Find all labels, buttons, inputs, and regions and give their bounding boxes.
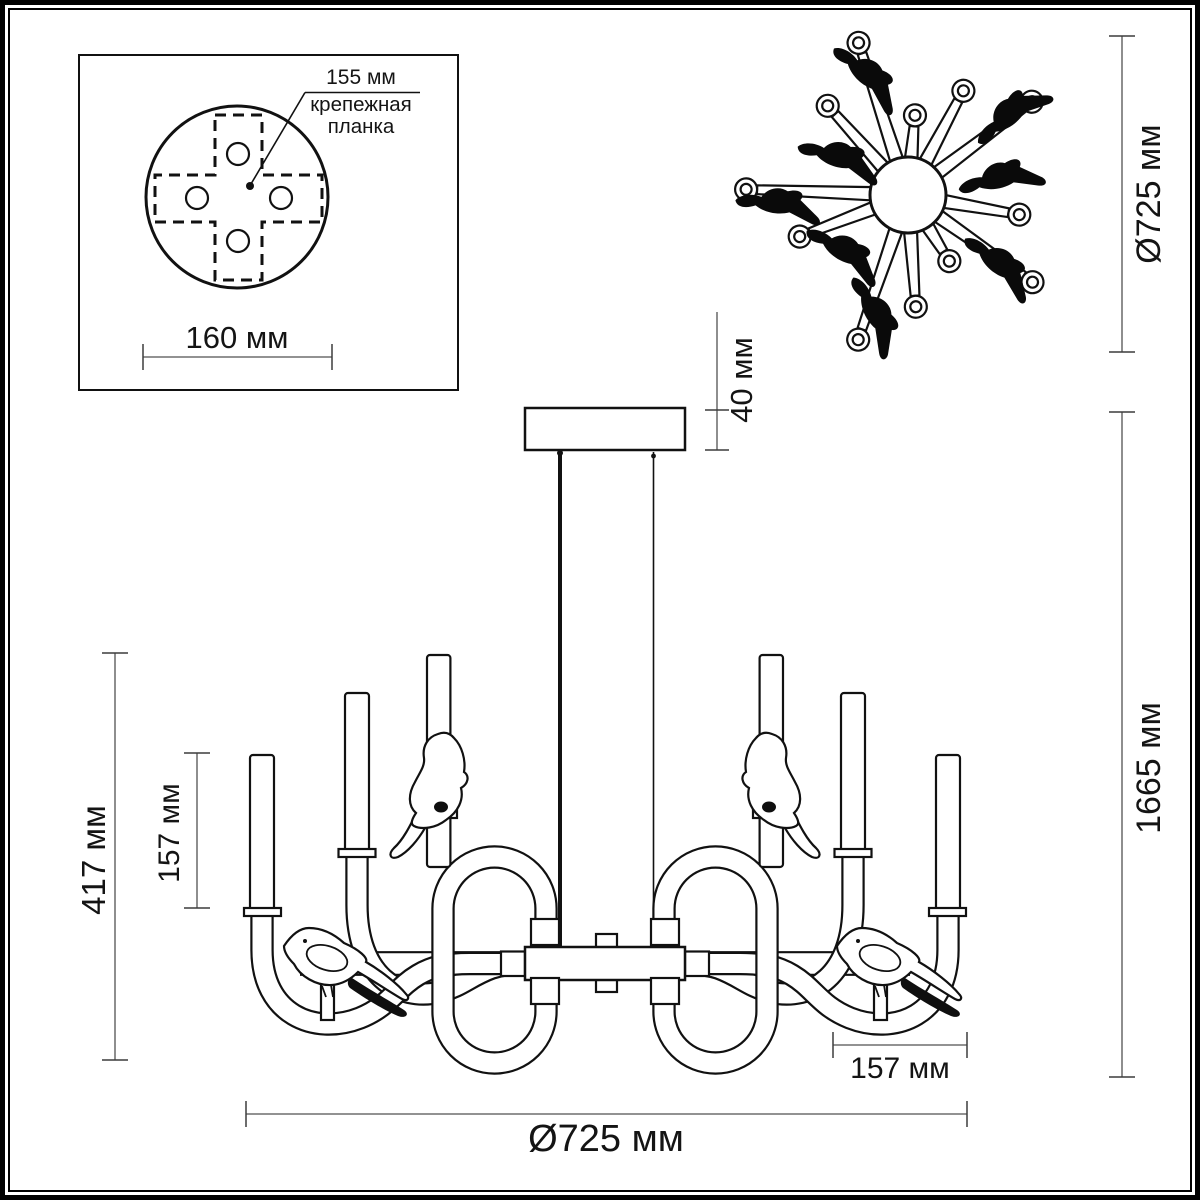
label-plate-offset: 155 мм (326, 66, 396, 89)
candle-collars (242, 808, 968, 1006)
mounting-bracket-cross (153, 113, 324, 282)
mounting-plate-detail (142, 91, 420, 370)
ceiling-canopy (523, 406, 687, 452)
label-bracket-caption-line1: крепежная (310, 93, 412, 116)
bird-icon (955, 153, 1047, 203)
label-canopy-height: 40 мм (724, 337, 759, 423)
label-bracket-caption-line2: планка (327, 115, 395, 139)
mounting-plate-detail-box (78, 54, 459, 391)
label-plate-width: 160 мм (185, 320, 289, 355)
screw-hole (268, 185, 294, 211)
screw-hole (184, 185, 210, 211)
bird-icon (966, 75, 1055, 154)
top-view (733, 30, 1135, 361)
screw-hole (225, 228, 251, 254)
label-bracket-caption: крепежная планка (286, 93, 436, 139)
screw-hole (225, 141, 251, 167)
central-hub (499, 932, 711, 994)
dimension-lines (102, 312, 1135, 1127)
label-body-height: 417 мм (75, 805, 112, 915)
front-view (102, 312, 1135, 1127)
label-bottom-diameter: Ø725 мм (528, 1118, 684, 1160)
leader-line (250, 92, 306, 185)
top-view-hub (868, 155, 948, 235)
label-candle-height: 157 мм (153, 783, 186, 883)
mounting-plate-circle (144, 104, 330, 290)
center-point (246, 182, 254, 190)
label-overall-height: 1665 мм (1130, 702, 1168, 834)
label-arm-length: 157 мм (850, 1052, 950, 1085)
label-top-diameter: Ø725 мм (1130, 124, 1168, 264)
bird-figurines (282, 731, 963, 1022)
